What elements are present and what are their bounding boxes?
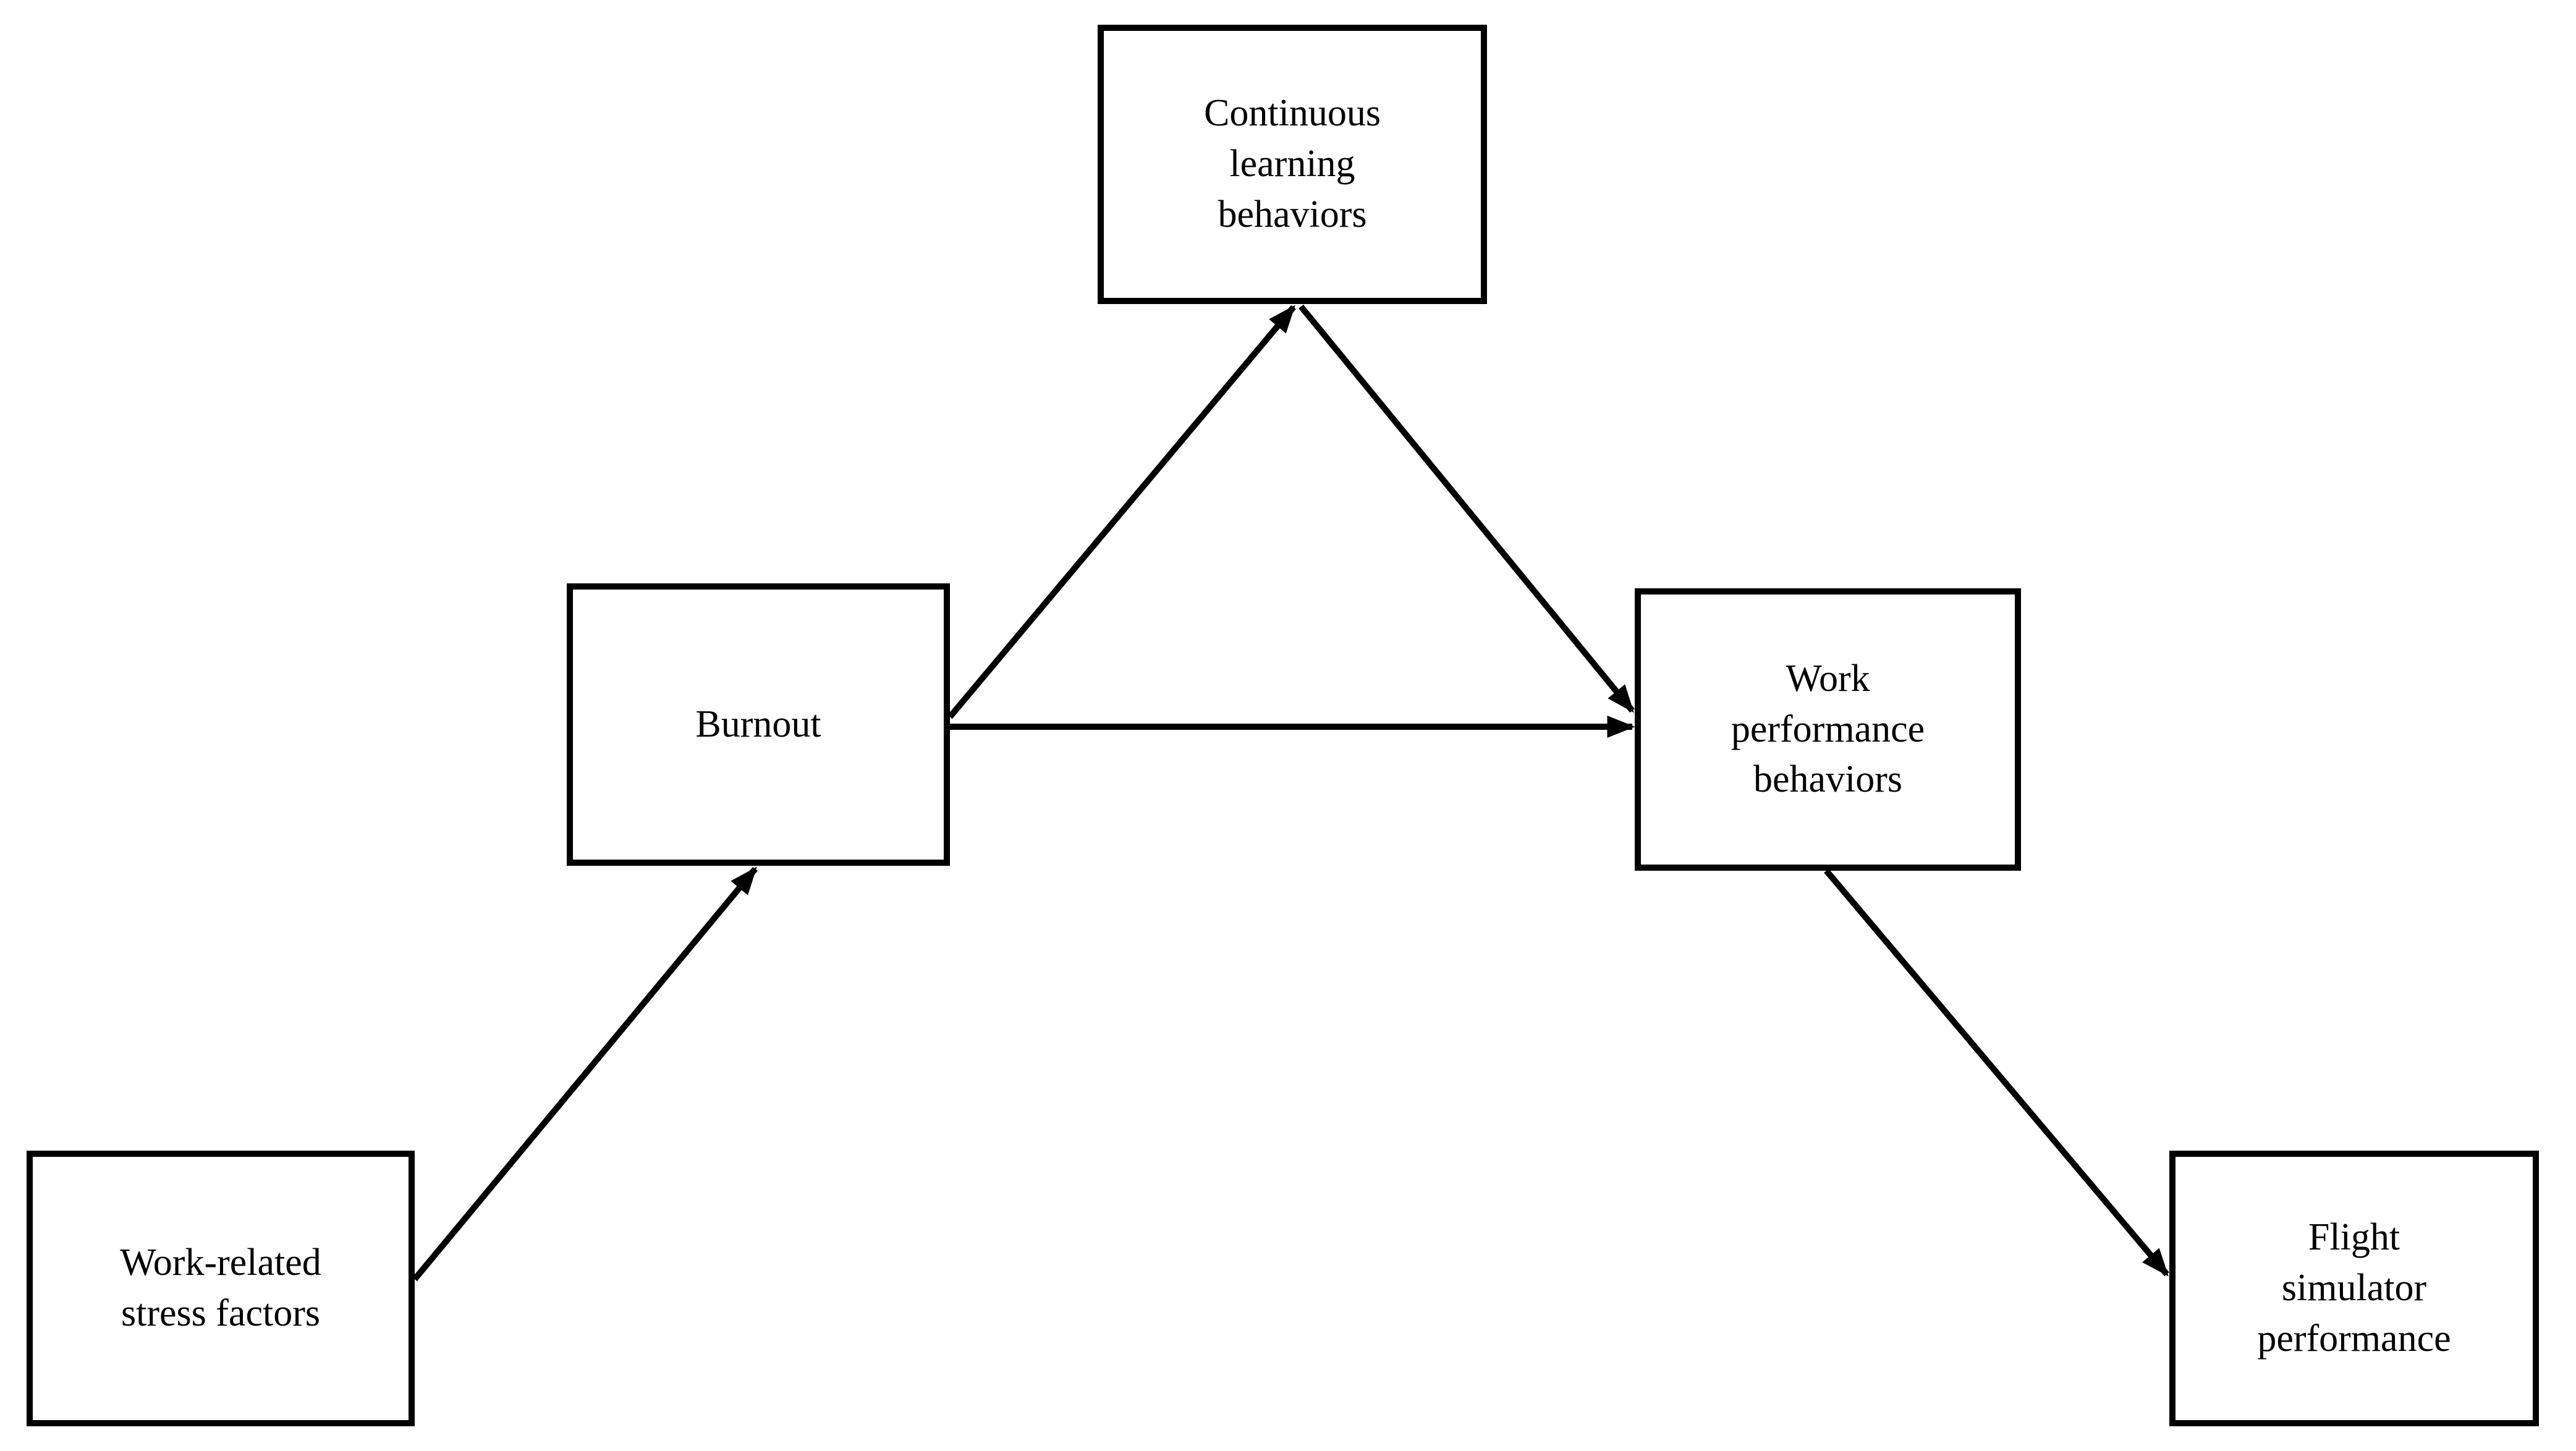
arrow-burnout-to-learning xyxy=(947,305,1296,719)
arrow-performance-to-flight xyxy=(1824,868,2169,1277)
arrow-stress-to-burnout xyxy=(412,866,758,1282)
node-continuous-learning-behaviors-label: Continuous learning behaviors xyxy=(1204,92,1381,235)
node-work-performance-behaviors: Work performance behaviors xyxy=(1635,588,2021,871)
node-work-performance-behaviors-label: Work performance behaviors xyxy=(1731,657,1925,801)
node-flight-simulator-performance: Flight simulator performance xyxy=(2169,1151,2539,1426)
node-work-related-stress-factors-label: Work-related stress factors xyxy=(120,1242,321,1334)
node-continuous-learning-behaviors: Continuous learning behaviors xyxy=(1098,25,1487,304)
node-burnout-label: Burnout xyxy=(695,703,821,745)
node-flight-simulator-performance-label: Flight simulator performance xyxy=(2257,1216,2451,1360)
arrow-learning-to-performance xyxy=(1299,304,1635,713)
node-work-related-stress-factors: Work-related stress factors xyxy=(27,1151,415,1426)
node-burnout: Burnout xyxy=(567,583,950,866)
